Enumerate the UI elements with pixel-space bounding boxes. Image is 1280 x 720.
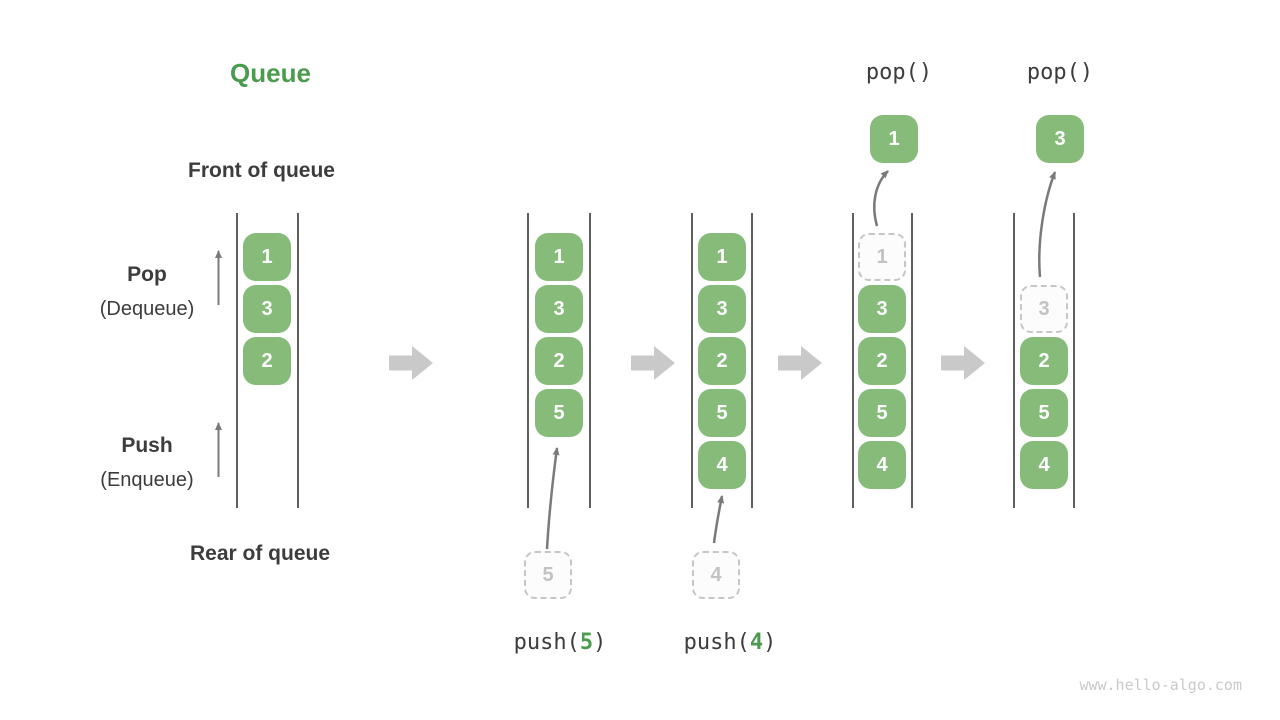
- queue-rail: [297, 213, 299, 508]
- popped-item: 1: [870, 115, 918, 163]
- queue-rail: [1073, 213, 1075, 508]
- removed-item-placeholder: 3: [1020, 285, 1068, 333]
- push-call-label: push(4): [650, 630, 810, 655]
- queue-item: 1: [535, 233, 583, 281]
- queue-rail: [852, 213, 854, 508]
- pop-label-text: Pop: [127, 263, 167, 286]
- queue-item: 5: [1020, 389, 1068, 437]
- push-fn-text: push(: [513, 630, 580, 655]
- queue-item: 2: [1020, 337, 1068, 385]
- state-transition-arrow-icon: [631, 346, 675, 380]
- queue-item: 2: [858, 337, 906, 385]
- front-of-queue-label: Front of queue: [188, 159, 335, 182]
- queue-item: 4: [698, 441, 746, 489]
- queue-rail: [527, 213, 529, 508]
- incoming-item-placeholder: 4: [692, 551, 740, 599]
- pop-operation-label: Pop (Dequeue): [67, 262, 227, 322]
- pop-item-arrow-icon: [1038, 171, 1057, 278]
- queue-item: 3: [535, 285, 583, 333]
- push-item-arrow-icon: [712, 495, 725, 544]
- pop-call-label: pop(): [1026, 60, 1094, 85]
- push-arg-text: 5: [579, 630, 594, 655]
- push-arg-text: 4: [749, 630, 764, 655]
- removed-item-placeholder: 1: [858, 233, 906, 281]
- queue-rail: [691, 213, 693, 508]
- queue-item: 5: [858, 389, 906, 437]
- queue-item: 4: [858, 441, 906, 489]
- popped-item: 3: [1036, 115, 1084, 163]
- queue-rail: [589, 213, 591, 508]
- pop-call-label: pop(): [865, 60, 933, 85]
- queue-item: 1: [698, 233, 746, 281]
- pop-item-arrow-icon: [873, 170, 889, 227]
- rear-of-queue-label: Rear of queue: [190, 542, 331, 565]
- queue-item: 2: [535, 337, 583, 385]
- state-transition-arrow-icon: [389, 346, 433, 380]
- state-transition-arrow-icon: [941, 346, 985, 380]
- push-fn-text: push(: [683, 630, 750, 655]
- push-close-text: ): [593, 630, 607, 655]
- queue-rail: [751, 213, 753, 508]
- push-label-text: Push: [121, 434, 173, 457]
- queue-item: 3: [858, 285, 906, 333]
- queue-rail: [1013, 213, 1015, 508]
- queue-item: 4: [1020, 441, 1068, 489]
- queue-item: 1: [243, 233, 291, 281]
- queue-item: 5: [698, 389, 746, 437]
- diagram-title: Queue: [230, 58, 311, 88]
- watermark-text: www.hello-algo.com: [1079, 676, 1242, 694]
- queue-rail: [236, 213, 238, 508]
- push-close-text: ): [763, 630, 777, 655]
- queue-item: 5: [535, 389, 583, 437]
- queue-item: 3: [698, 285, 746, 333]
- push-call-label: push(5): [480, 630, 640, 655]
- push-operation-label: Push (Enqueue): [67, 433, 227, 493]
- queue-item: 2: [243, 337, 291, 385]
- queue-item: 3: [243, 285, 291, 333]
- queue-item: 2: [698, 337, 746, 385]
- queue-rail: [911, 213, 913, 508]
- push-item-arrow-icon: [545, 447, 560, 550]
- dequeue-label-text: (Dequeue): [99, 298, 195, 320]
- state-transition-arrow-icon: [778, 346, 822, 380]
- enqueue-label-text: (Enqueue): [100, 469, 194, 491]
- incoming-item-placeholder: 5: [524, 551, 572, 599]
